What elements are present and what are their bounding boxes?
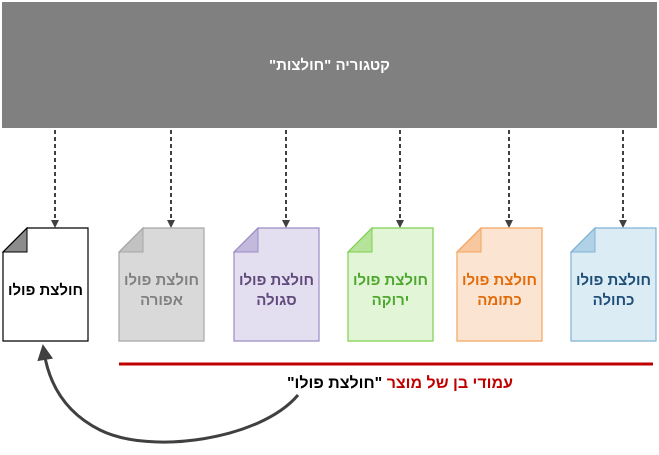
document-label-polo-blue: חולצת פולו כחולה — [575, 271, 652, 309]
curved-arrow — [37, 344, 300, 444]
document-fold-polo-purple — [232, 226, 259, 253]
caption: עמודי בן של מוצר "חולצת פולו" — [200, 375, 600, 393]
category-title: קטגוריה "חולצות" — [269, 56, 390, 74]
document-fold-polo-blue — [569, 226, 596, 253]
document-label-polo-green: חולצת פולו ירוקה — [352, 271, 429, 309]
document-label-polo-orange: חולצת פולו כתומה — [461, 271, 538, 309]
document-label-polo-purple: חולצת פולו סגולה — [238, 271, 315, 309]
category-header: קטגוריה "חולצות" — [2, 2, 657, 128]
document-fold-polo-green — [346, 226, 373, 253]
document-label-polo-plain: חולצת פולו — [7, 281, 84, 299]
document-label-polo-gray: חולצת פולו אפורה — [123, 271, 200, 309]
caption-part1: עמודי בן של מוצר — [386, 375, 514, 392]
dashed-arrows — [51, 130, 627, 228]
document-fold-polo-gray — [117, 226, 144, 253]
document-fold-polo-orange — [455, 226, 482, 253]
document-shapes — [1, 226, 657, 342]
document-fold-polo-plain — [1, 226, 28, 253]
caption-part2: "חולצת פולו" — [286, 375, 383, 392]
